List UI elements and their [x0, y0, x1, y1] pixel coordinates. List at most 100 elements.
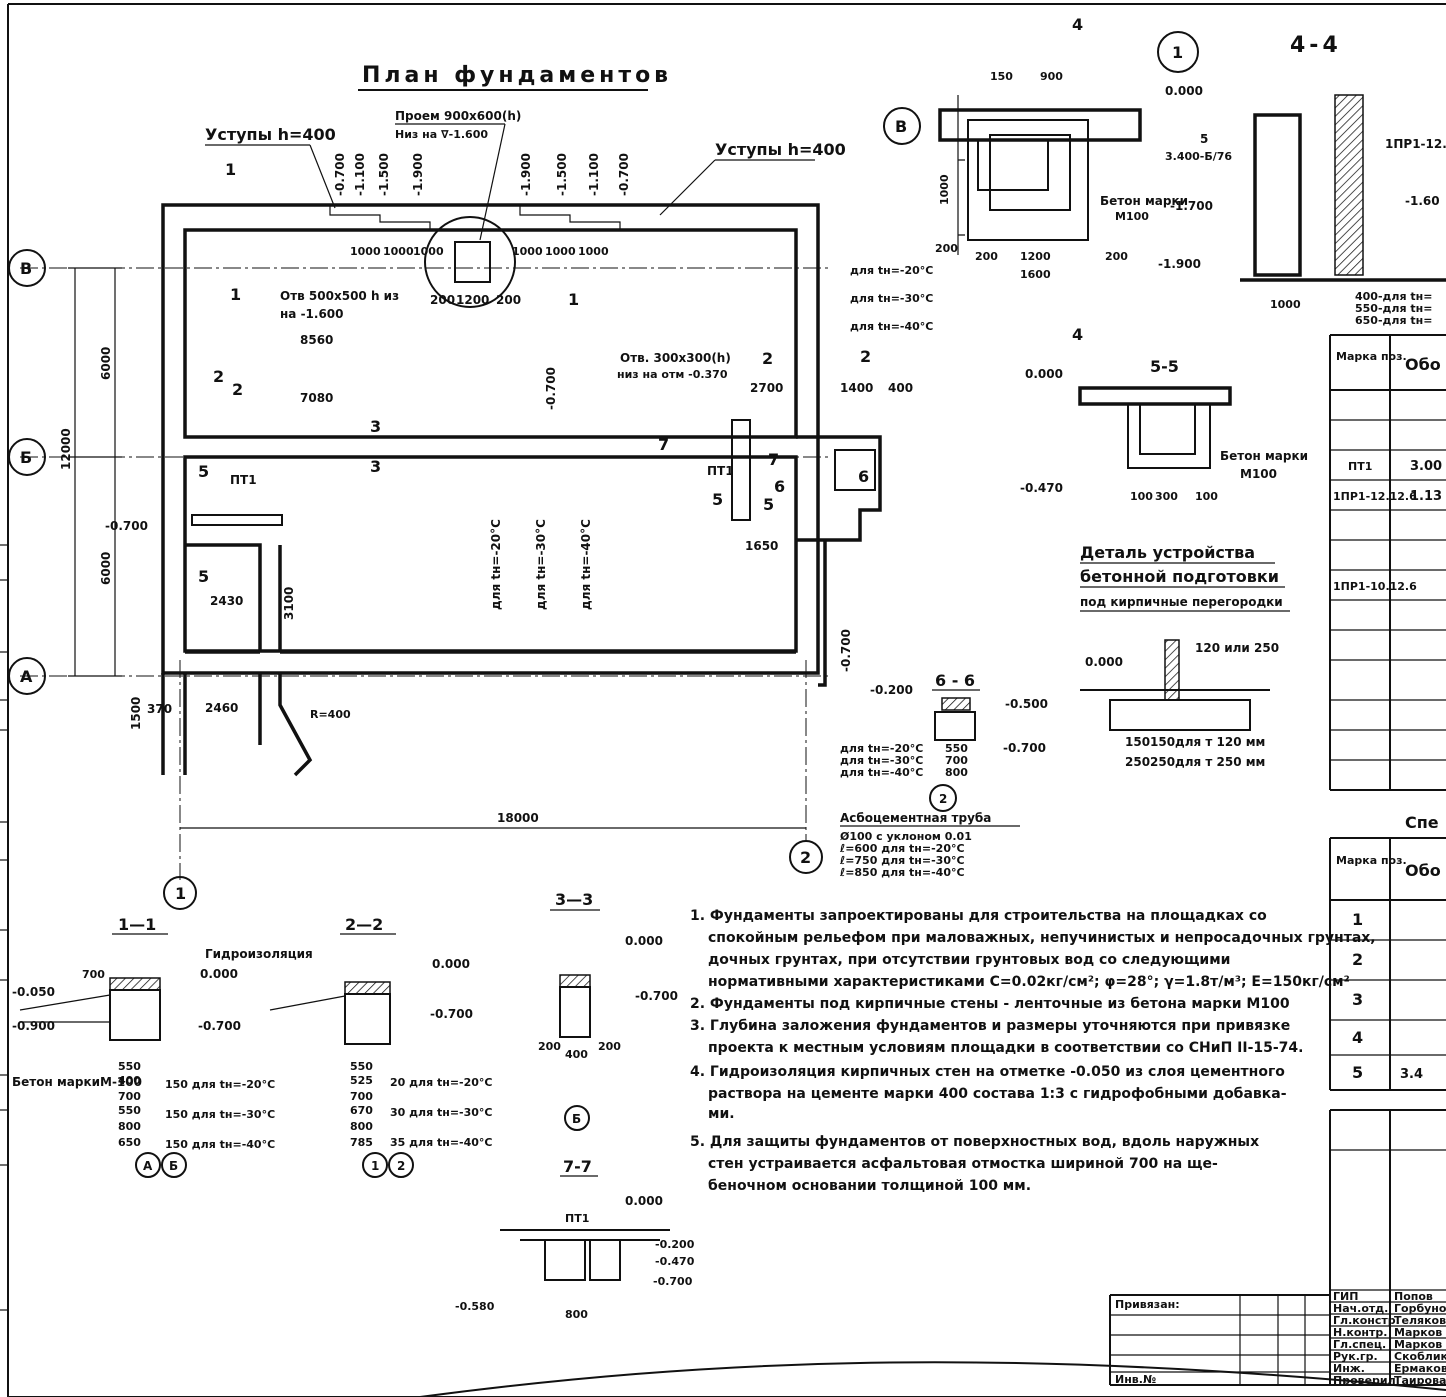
svg-text:1000: 1000	[383, 245, 414, 258]
svg-text:1200: 1200	[1020, 250, 1051, 263]
axis-bubble-a: А	[8, 657, 46, 695]
svg-text:2. Фундаменты под кирпичные ст: 2. Фундаменты под кирпичные стены - лент…	[690, 996, 1290, 1012]
svg-text:550: 550	[118, 1060, 141, 1073]
svg-text:ℓ=850 для tн=-40°C: ℓ=850 для tн=-40°C	[839, 866, 965, 879]
plan-col-6	[834, 449, 876, 491]
plan-porch	[161, 673, 313, 777]
level-neg700-c: -0.700	[839, 629, 853, 672]
svg-text:35 для tн=-40°C: 35 для tн=-40°C	[390, 1136, 493, 1149]
svg-text:-1.500: -1.500	[555, 153, 569, 196]
axis-bubble-v: В	[8, 249, 46, 287]
pit-circle	[424, 216, 516, 308]
svg-text:200: 200	[975, 250, 998, 263]
dim-1500: 1500	[129, 697, 143, 730]
svg-text:бетонной подготовки: бетонной подготовки	[1080, 567, 1279, 586]
svg-text:3. Глубина заложения фундамент: 3. Глубина заложения фундаментов и разме…	[690, 1018, 1290, 1034]
dim-2460: 2460	[205, 701, 238, 715]
svg-text:Ермаков: Ермаков	[1394, 1362, 1446, 1375]
svg-text:Инж.: Инж.	[1333, 1362, 1365, 1375]
level-neg700-b: -0.700	[544, 367, 558, 410]
dim-400: 400	[888, 381, 913, 395]
svg-text:3.400-Б/76: 3.400-Б/76	[1165, 150, 1232, 163]
svg-text:для tн=-20°C: для tн=-20°C	[489, 519, 503, 610]
svg-text:Инв.№: Инв.№	[1115, 1373, 1156, 1386]
svg-text:7-7: 7-7	[563, 1157, 592, 1176]
axis-bubble-2: 2	[789, 840, 823, 874]
svg-text:1: 1	[225, 160, 236, 179]
svg-text:ℓ=750 для tн=-30°C: ℓ=750 для tн=-30°C	[839, 854, 965, 867]
svg-text:М100: М100	[1240, 467, 1277, 481]
dim-6000-bot: 6000	[99, 552, 113, 585]
svg-text:7: 7	[658, 435, 669, 454]
svg-text:-1.900: -1.900	[1158, 257, 1201, 271]
svg-text:1: 1	[568, 290, 579, 309]
svg-text:4: 4	[1352, 1028, 1363, 1047]
svg-text:-1.900: -1.900	[519, 153, 533, 196]
svg-text:стен устраивается асфальтовая: стен устраивается асфальтовая отмостка ш…	[708, 1156, 1218, 1172]
svg-text:Марка поз.: Марка поз.	[1336, 350, 1407, 363]
svg-text:800: 800	[350, 1120, 373, 1133]
foundation-plan: В Б А 1 2 12000 6000 6000 18000 Уступы h…	[8, 109, 933, 910]
ledges-left: Уступы h=400	[205, 125, 336, 144]
svg-text:М100: М100	[1115, 210, 1149, 223]
svg-text:4. Гидроизоляция кирпичных сте: 4. Гидроизоляция кирпичных стен на отмет…	[690, 1064, 1285, 1080]
svg-text:Привязан:: Привязан:	[1115, 1298, 1180, 1311]
pt1-slab	[191, 514, 283, 526]
svg-text:Скобликов: Скобликов	[1394, 1350, 1446, 1363]
svg-text:100: 100	[1130, 490, 1153, 503]
svg-text:-0.700: -0.700	[430, 1007, 473, 1021]
node1-cut: 4	[1072, 15, 1083, 34]
dim-200a: 200	[430, 293, 455, 307]
svg-text:Нач.отд.: Нач.отд.	[1333, 1302, 1388, 1315]
svg-text:550: 550	[350, 1060, 373, 1073]
svg-text:-0.500: -0.500	[1005, 697, 1048, 711]
side-temp-labels: для tн=-20°C для tн=-30°C для tн=-40°C	[850, 264, 933, 333]
detail-partitions: Деталь устройства бетонной подготовки по…	[1080, 543, 1290, 769]
svg-text:-0.050: -0.050	[12, 985, 55, 999]
section-3-3: 3—3 0.000 -0.700 200 400 200 Б	[538, 890, 678, 1131]
svg-text:1—1: 1—1	[118, 915, 156, 934]
svg-text:200: 200	[1105, 250, 1128, 263]
svg-text:800: 800	[118, 1120, 141, 1133]
svg-text:0.000: 0.000	[625, 934, 663, 948]
svg-text:1ПР1-12.12: 1ПР1-12.12	[1385, 137, 1446, 151]
svg-text:-0.200: -0.200	[655, 1238, 695, 1251]
svg-text:0.000: 0.000	[1025, 367, 1063, 381]
svg-text:700: 700	[350, 1090, 373, 1103]
svg-text:550: 550	[118, 1104, 141, 1117]
node-1: 1 В 4 4 150 900 1000 200 200 1200 1600 2…	[883, 15, 1446, 344]
svg-text:для tн=-40°C: для tн=-40°C	[850, 320, 933, 333]
svg-text:6: 6	[858, 467, 869, 486]
pt1-label: ПТ1	[230, 473, 257, 487]
svg-text:Бетон марки: Бетон марки	[1220, 449, 1308, 463]
svg-text:-0.700: -0.700	[1003, 741, 1046, 755]
dim-1400: 1400	[840, 381, 873, 395]
axis-bubble-b: Б	[8, 438, 46, 476]
svg-text:нормативными характеристиками: нормативными характеристиками C=0.02кг/с…	[708, 974, 1350, 990]
section-6-6: 6 - 6 -0.200 -0.500 -0.700 для tн=-20°C …	[839, 671, 1048, 879]
dim-2700: 2700	[750, 381, 783, 395]
svg-text:5-5: 5-5	[1150, 357, 1179, 376]
dim-3100: 3100	[282, 587, 296, 620]
svg-text:5: 5	[763, 495, 774, 514]
svg-text:-0.200: -0.200	[870, 683, 913, 697]
svg-text:Ø100 с уклоном 0.01: Ø100 с уклоном 0.01	[840, 830, 972, 843]
svg-text:150: 150	[1125, 735, 1150, 749]
section-5-5: 5-5 0.000 -0.470 Бетон марки М100 100 30…	[1020, 357, 1308, 503]
svg-text:5: 5	[198, 567, 209, 586]
svg-text:-1.900: -1.900	[411, 153, 425, 196]
svg-text:Гл.констр.: Гл.констр.	[1333, 1314, 1400, 1327]
svg-text:-0.580: -0.580	[455, 1300, 495, 1313]
svg-text:400: 400	[118, 1074, 141, 1087]
svg-text:2: 2	[939, 792, 947, 806]
left-margin-ticks	[0, 544, 8, 1311]
svg-text:800: 800	[565, 1308, 588, 1321]
svg-text:250: 250	[1150, 755, 1175, 769]
svg-text:3: 3	[370, 457, 381, 476]
svg-text:беночном основании толщиной 10: беночном основании толщиной 100 мм.	[708, 1178, 1031, 1194]
svg-text:ГИП: ГИП	[1333, 1290, 1358, 1303]
svg-text:раствора на цементе марки 400: раствора на цементе марки 400 состава 1:…	[708, 1086, 1287, 1102]
section-1-1: 1—1 Гидроизоляция 0.000 -0.050 700 -0.90…	[12, 915, 313, 1178]
